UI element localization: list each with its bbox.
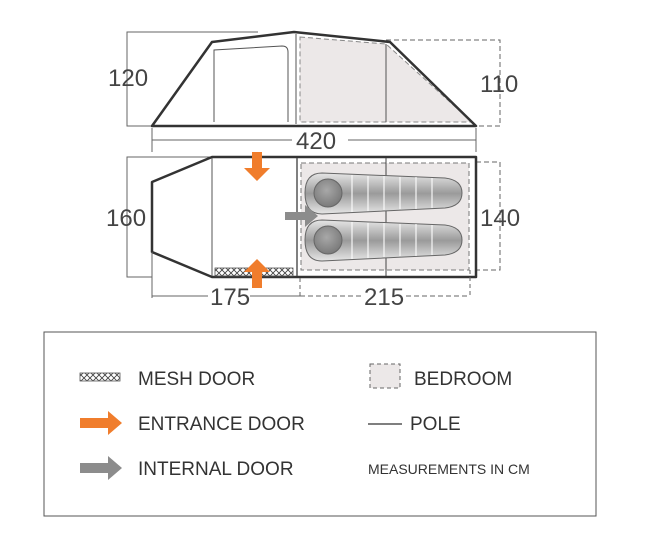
legend-pole-label: POLE <box>410 414 461 435</box>
dim-rear-height: 110 <box>480 71 518 98</box>
dim-front-height: 120 <box>108 65 148 92</box>
dim-bedroom-width: 140 <box>480 205 520 232</box>
length-dimension: 420 <box>151 128 477 155</box>
internal-arrow-icon <box>285 205 318 227</box>
top-tent-outline <box>150 155 478 279</box>
legend-entrance-door-label: ENTRANCE DOOR <box>138 414 305 435</box>
sleeping-bag-head <box>313 225 343 255</box>
mesh-door-icon <box>79 372 121 382</box>
legend-border <box>43 331 597 517</box>
width-dimension-line-right <box>476 161 501 271</box>
entrance-arrow-top-icon <box>244 152 270 181</box>
sleeping-bag-top <box>304 172 463 215</box>
bedroom-swatch-icon <box>369 363 401 389</box>
side-tent-outline <box>150 30 478 128</box>
side-view: 120 110 <box>108 30 518 128</box>
legend-measurements-note: MEASUREMENTS IN CM <box>368 461 530 477</box>
dim-floor-width: 160 <box>106 205 146 232</box>
top-view: 160 140 <box>106 152 520 288</box>
legend-mesh-door-label: MESH DOOR <box>138 369 255 390</box>
entrance-door-icon <box>80 411 122 435</box>
legend-box: MESH DOOR ENTRANCE DOOR INTERNAL DOOR BE… <box>43 331 597 517</box>
sleeping-bag-head <box>313 178 343 208</box>
section-dimensions: 175 215 <box>151 252 471 311</box>
dim-porch-length: 175 <box>210 284 250 311</box>
height-dimension-line-front <box>126 31 258 127</box>
sleeping-bag-bottom <box>304 219 463 262</box>
legend-internal-door-label: INTERNAL DOOR <box>138 459 294 480</box>
entrance-arrow-bottom-icon <box>244 259 270 288</box>
internal-door-icon <box>80 456 122 480</box>
legend-bedroom-label: BEDROOM <box>414 369 512 390</box>
dim-total-length: 420 <box>296 128 336 155</box>
width-dimension-line-left <box>126 156 212 278</box>
dim-bedroom-length: 215 <box>364 284 404 311</box>
side-door-outline <box>213 45 289 122</box>
height-dimension-line-rear <box>386 39 501 127</box>
